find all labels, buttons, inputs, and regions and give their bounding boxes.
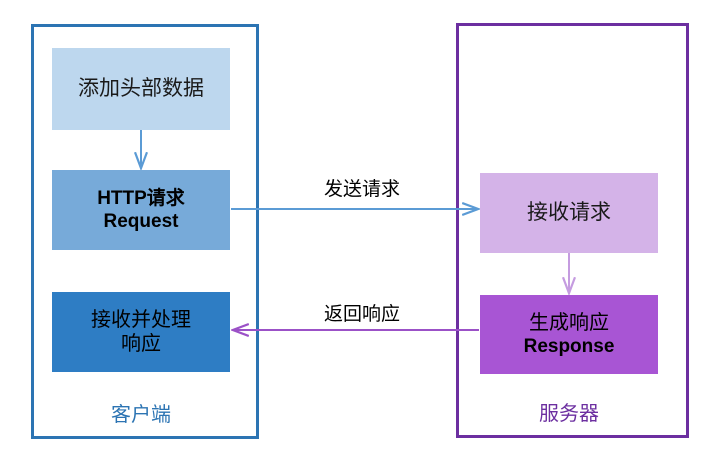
- box-receive-process-response-line-1: 接收并处理: [91, 308, 191, 331]
- connector-label-send-request: 发送请求: [323, 179, 400, 200]
- box-http-request-line-1: HTTP请求: [97, 187, 185, 209]
- client-panel-caption: 客户端: [111, 404, 171, 426]
- box-http-request-line-2: Request: [103, 211, 179, 232]
- box-add-header[interactable]: 添加头部数据: [52, 48, 230, 130]
- box-receive-process-response-line-2: 响应: [121, 333, 161, 355]
- box-generate-response-line-2: Response: [523, 336, 615, 358]
- box-add-header-line-1: 添加头部数据: [78, 77, 204, 101]
- box-receive-request[interactable]: 接收请求: [480, 173, 658, 253]
- box-generate-response-line-1: 生成响应: [529, 311, 609, 334]
- box-http-request[interactable]: HTTP请求 Request: [52, 170, 230, 250]
- box-receive-request-line-1: 接收请求: [527, 201, 611, 225]
- box-receive-process-response[interactable]: 接收并处理 响应: [52, 292, 230, 372]
- box-generate-response[interactable]: 生成响应 Response: [480, 295, 658, 374]
- server-panel-caption: 服务器: [539, 403, 599, 425]
- connector-label-return-response: 返回响应: [323, 304, 400, 325]
